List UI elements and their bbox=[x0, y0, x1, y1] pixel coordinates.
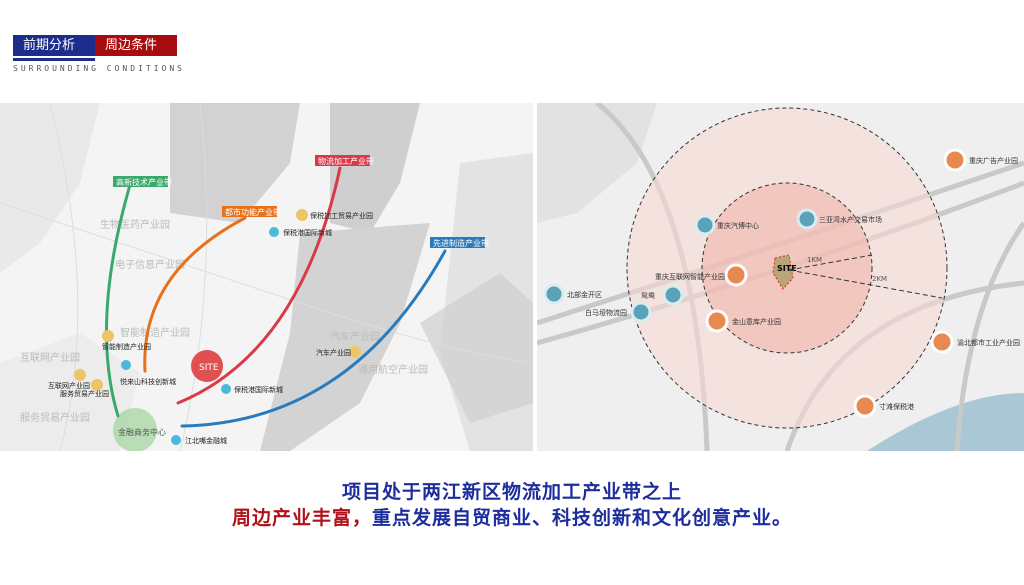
bg-label: 生物医药产业园 bbox=[100, 218, 170, 231]
site-parcel bbox=[772, 254, 794, 290]
poi-label: 重庆广告产业园 bbox=[969, 156, 1018, 165]
belt-label-manufacturing: 先进制造产业带 bbox=[433, 238, 489, 248]
tab-preliminary-analysis[interactable]: 前期分析 bbox=[13, 35, 95, 56]
poi-label: 寸滩保税港 bbox=[879, 402, 914, 411]
park-label: 保税港国际新城 bbox=[234, 385, 283, 394]
site-label: SITE bbox=[777, 264, 797, 273]
belt-arrow-logistics bbox=[176, 166, 342, 405]
section-subtitle: SURROUNDING CONDITIONS bbox=[13, 64, 185, 73]
belt-arrow-manufacturing bbox=[180, 249, 447, 428]
center-label: 金融商务中心 bbox=[118, 427, 166, 437]
caption-rest: 重点发展自贸商业、科技创新和文化创意产业。 bbox=[372, 507, 793, 529]
caption-line-1: 项目处于两江新区物流加工产业带之上 bbox=[341, 481, 682, 503]
belt-label-logistics: 物流加工产业带 bbox=[318, 156, 374, 166]
financial-center-marker bbox=[113, 408, 157, 451]
belt-arrow-urban bbox=[143, 216, 247, 373]
park-label: 保税加工贸易产业园 bbox=[310, 211, 373, 220]
bg-label: 互联网产业园 bbox=[20, 351, 80, 364]
poi-label: 白马垭物流园 bbox=[585, 308, 627, 317]
park-label: 保税港国际新城 bbox=[283, 228, 332, 237]
park-label: 江北嘴金融城 bbox=[185, 436, 227, 445]
site-marker bbox=[191, 350, 223, 382]
bg-label: 智能制造产业园 bbox=[120, 326, 190, 339]
poi-label: 渝北都市工业产业园 bbox=[957, 338, 1020, 347]
park-label: 悦来山科技创新城 bbox=[120, 377, 176, 386]
ring-label-1km: 1KM bbox=[807, 256, 822, 264]
site-label: SITE bbox=[199, 363, 219, 373]
caption-highlight: 周边产业丰富， bbox=[231, 507, 372, 529]
bg-label: 电子信息产业园 bbox=[115, 258, 185, 271]
section-tabs: 前期分析 周边条件 bbox=[13, 35, 177, 56]
ring-label-2km: 2KM bbox=[872, 275, 887, 283]
park-label: 服务贸易产业园 bbox=[60, 389, 109, 398]
site-radius-map: SITE 1KM 2KM 重庆汽博中心 三亚湾水产交易市场 重庆互联网智能产业园… bbox=[537, 103, 1024, 451]
tab-surrounding-conditions[interactable]: 周边条件 bbox=[95, 35, 177, 56]
poi-label: 重庆汽博中心 bbox=[717, 221, 759, 230]
bg-label: 服务贸易产业园 bbox=[20, 411, 90, 424]
belt-arrow-hightech bbox=[105, 183, 132, 418]
park-label: 互联网产业园 bbox=[48, 381, 90, 390]
poi-label: 三亚湾水产交易市场 bbox=[819, 215, 882, 224]
park-label: 智能制造产业园 bbox=[102, 342, 151, 351]
poi-label: 北部金开区 bbox=[567, 290, 602, 299]
poi-label: 鸳鸯 bbox=[641, 291, 655, 300]
bg-label: 汽车产业园 bbox=[330, 330, 380, 343]
bg-label: 通用航空产业园 bbox=[358, 363, 428, 376]
caption-line-2: 周边产业丰富，重点发展自贸商业、科技创新和文化创意产业。 bbox=[0, 503, 1024, 530]
park-label: 汽车产业园 bbox=[316, 348, 351, 357]
belt-label-urban: 都市功能产业带 bbox=[225, 207, 281, 217]
belt-label-hightech: 高新技术产业带 bbox=[116, 177, 172, 187]
tab-underline bbox=[13, 58, 95, 61]
poi-label: 金山意库产业园 bbox=[732, 317, 781, 326]
industry-belt-map: 生物医药产业园 电子信息产业园 通用航空产业园 智能制造产业园 互联网产业园 服… bbox=[0, 103, 533, 451]
poi-label: 重庆互联网智能产业园 bbox=[655, 272, 725, 281]
